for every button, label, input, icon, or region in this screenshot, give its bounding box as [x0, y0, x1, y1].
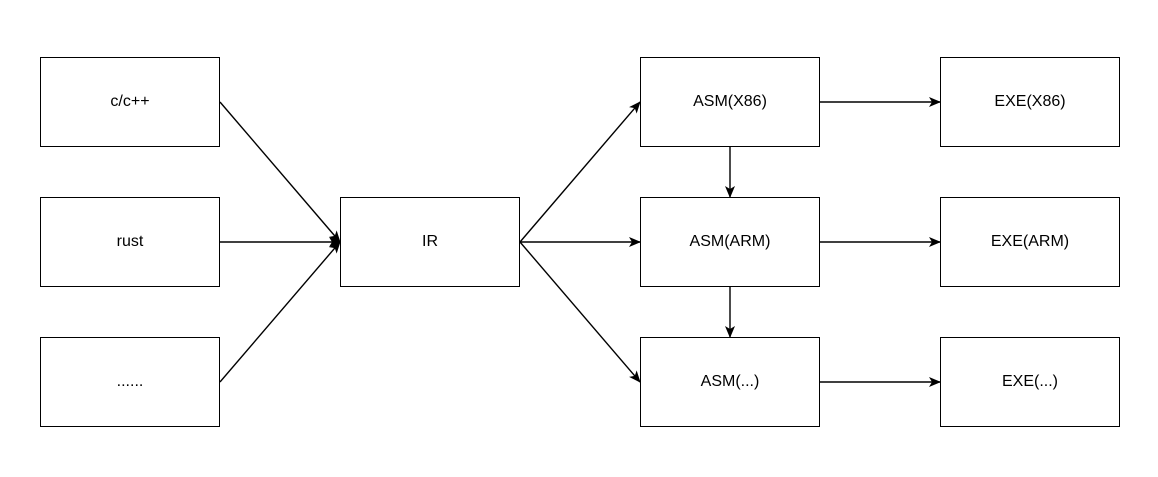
node-asm-x86: ASM(X86): [640, 57, 820, 147]
node-asm-arm: ASM(ARM): [640, 197, 820, 287]
node-more-languages-label: ......: [116, 373, 144, 390]
node-cpp: c/c++: [40, 57, 220, 147]
node-rust-label: rust: [116, 233, 144, 250]
node-asm-arm-label: ASM(ARM): [689, 233, 771, 250]
node-exe-etc-label: EXE(...): [1001, 373, 1058, 390]
node-ir: IR: [340, 197, 520, 287]
node-asm-etc: ASM(...): [640, 337, 820, 427]
node-exe-arm: EXE(ARM): [940, 197, 1120, 287]
node-more-languages: ......: [40, 337, 220, 427]
node-exe-x86-label: EXE(X86): [994, 93, 1066, 110]
arrow-ir-to-asm-x86: [519, 101, 641, 243]
node-exe-x86: EXE(X86): [940, 57, 1120, 147]
arrow-more-to-ir: [219, 241, 341, 383]
arrow-ir-to-asm-etc: [519, 241, 641, 383]
arrow-cpp-to-ir: [219, 101, 341, 243]
node-cpp-label: c/c++: [110, 93, 150, 110]
node-exe-arm-label: EXE(ARM): [990, 233, 1070, 250]
node-ir-label: IR: [422, 233, 438, 250]
node-exe-etc: EXE(...): [940, 337, 1120, 427]
node-rust: rust: [40, 197, 220, 287]
node-asm-x86-label: ASM(X86): [693, 93, 767, 110]
node-asm-etc-label: ASM(...): [700, 373, 760, 390]
